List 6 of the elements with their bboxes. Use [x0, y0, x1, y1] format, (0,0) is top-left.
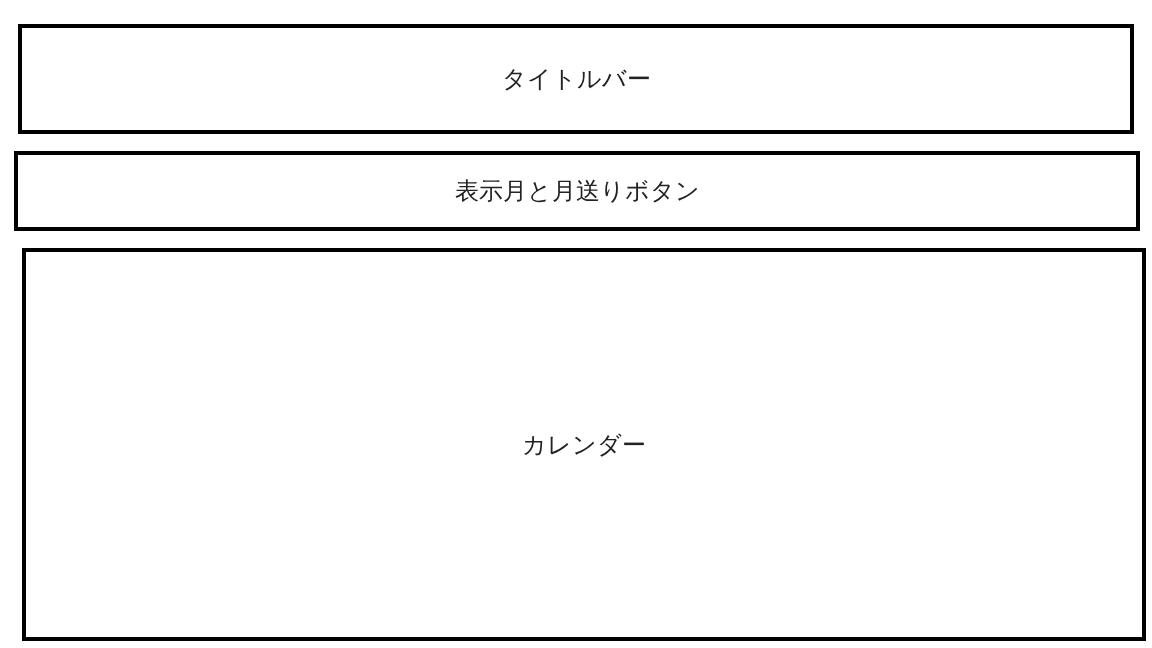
panel-label: カレンダー: [522, 429, 646, 461]
title-bar-panel: [18, 24, 1134, 134]
calendar-panel: [22, 248, 1146, 641]
month-navigation-panel: [14, 151, 1140, 231]
panel-label: タイトルバー: [501, 64, 651, 95]
panel-label: 表示月と月送りボタン: [454, 176, 700, 207]
